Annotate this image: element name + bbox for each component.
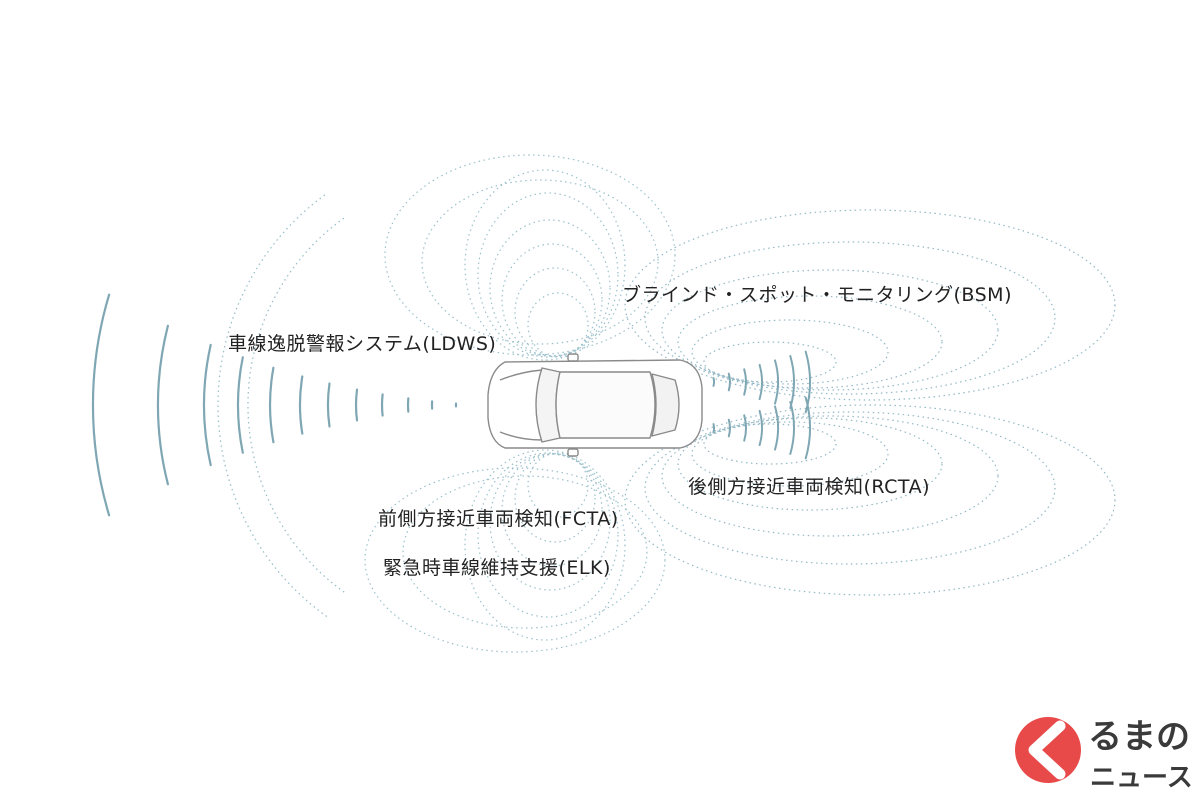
front-bottom-lobe-outer	[364, 467, 666, 653]
logo-text-top: るまの	[1088, 717, 1190, 757]
rear-radar-arc	[758, 409, 764, 447]
rear-radar-arc	[804, 396, 811, 460]
ldws-dotted-arc	[217, 192, 328, 618]
label-fcta: 前側方接近車両検知(FCTA)	[378, 508, 619, 530]
logo-text-bottom: ニュース	[1090, 763, 1193, 793]
car-roof	[555, 371, 656, 439]
rear-top-lobe	[677, 295, 943, 389]
rear-bottom-lobe	[691, 421, 889, 487]
chevron-left-icon	[1028, 720, 1066, 780]
mirror-right	[567, 448, 579, 457]
rear-radar-arc	[774, 405, 780, 451]
rear-radar-arc	[743, 368, 747, 396]
ldws-wave-arc	[326, 382, 331, 428]
car-hood-line-bottom	[499, 431, 543, 441]
rear-lobe-group	[624, 209, 1116, 596]
ldws-dotted-arc-group	[217, 192, 345, 618]
ldws-wave-arc	[298, 375, 304, 435]
front-lobe-group	[364, 154, 676, 653]
front-bottom-lobe	[489, 453, 611, 591]
rear-radar-arc	[727, 418, 731, 438]
car-hood-line-top	[499, 369, 543, 381]
front-top-lobe-outer	[384, 154, 676, 356]
ldws-dotted-arc	[247, 217, 345, 593]
rear-bottom-lobe	[661, 415, 999, 537]
ldws-wave-arc	[269, 366, 275, 444]
mirror-left	[567, 353, 579, 362]
front-bottom-lobe	[464, 449, 626, 641]
rear-top-lobe	[624, 209, 1116, 401]
car-rear-window	[651, 373, 680, 437]
front-bottom-lobe	[527, 452, 589, 518]
front-bottom-lobe	[477, 452, 619, 618]
front-top-lobe	[477, 192, 619, 358]
rear-bottom-lobe	[677, 417, 943, 511]
front-top-lobe	[501, 243, 603, 357]
rear-top-lobe	[644, 241, 1056, 395]
rear-top-lobe	[661, 269, 999, 391]
rear-radar-arc	[712, 377, 716, 387]
ldws-wave-arc	[354, 388, 359, 422]
k-chevron-circle-icon	[1015, 717, 1081, 783]
ldws-wave-arc	[236, 356, 244, 454]
front-bottom-lobe	[514, 453, 596, 543]
ldws-wave-arc	[91, 293, 111, 517]
rear-radar-wave-group	[712, 350, 811, 460]
ldws-wave-arc	[203, 343, 212, 467]
label-ldws: 車線逸脱警報システム(LDWS)	[228, 333, 497, 355]
kurumanonews-logo: るまの ニュース	[1015, 717, 1193, 793]
rear-radar-arc	[804, 350, 811, 414]
rear-radar-arc	[712, 423, 716, 433]
rear-radar-arc	[758, 363, 764, 401]
front-top-lobe	[464, 169, 626, 361]
front-top-lobe	[527, 292, 589, 358]
front-bottom-lobe	[501, 453, 603, 567]
rear-bottom-lobe	[644, 411, 1056, 565]
front-top-lobe	[514, 267, 596, 357]
rear-bottom-lobe	[703, 423, 837, 465]
ldws-wave-arc	[156, 324, 169, 486]
front-top-lobe-outer	[421, 179, 659, 345]
rear-radar-arc	[774, 359, 780, 405]
rear-top-lobe	[703, 341, 837, 383]
rear-radar-arc	[743, 414, 747, 442]
rear-radar-arc	[789, 355, 795, 409]
label-bsm: ブラインド・スポット・モニタリング(BSM)	[622, 284, 1012, 306]
ldws-wave-arc	[380, 393, 384, 417]
label-elk: 緊急時車線維持支援(ELK)	[383, 557, 611, 579]
front-bottom-lobe-outer	[402, 475, 648, 629]
ldws-wave-group	[91, 293, 458, 517]
rear-bottom-lobe	[624, 404, 1116, 596]
car-top-view	[487, 353, 703, 457]
rear-radar-arc	[789, 401, 795, 455]
rear-radar-arc	[727, 372, 731, 392]
rear-top-lobe	[691, 319, 889, 385]
label-rcta: 後側方接近車両検知(RCTA)	[688, 476, 930, 498]
